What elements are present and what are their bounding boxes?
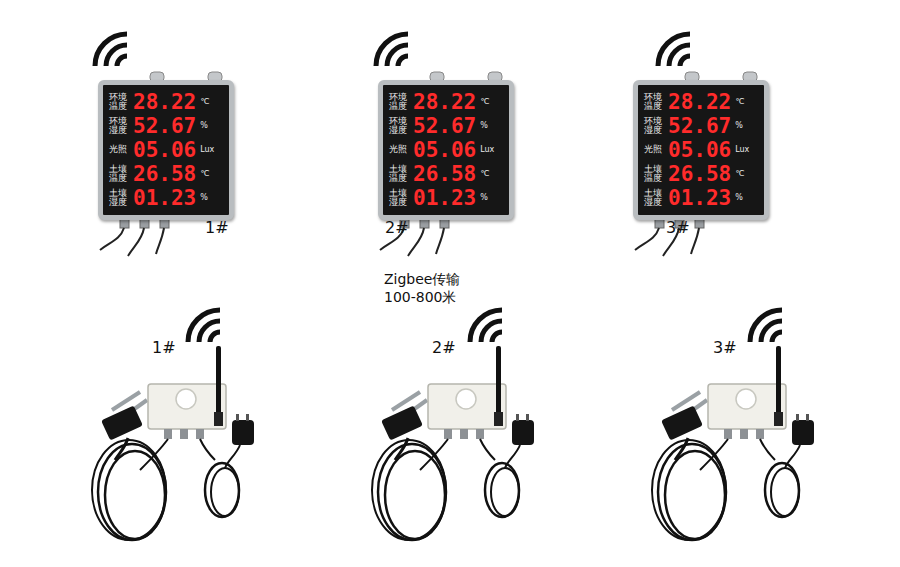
reading-row: 环境湿度 52.67% bbox=[109, 114, 223, 138]
reading-value: 05.06 bbox=[133, 140, 196, 161]
reading-unit: % bbox=[200, 194, 208, 202]
reading-row: 土壤湿度 01.23% bbox=[109, 186, 223, 210]
reading-label: 光照 bbox=[644, 145, 662, 154]
reading-value: 05.06 bbox=[413, 140, 476, 161]
callout-number: 3# bbox=[713, 338, 737, 357]
reading-unit: ℃ bbox=[480, 170, 489, 178]
reading-label: 土壤温度 bbox=[644, 165, 662, 184]
reading-row: 环境湿度 52.67% bbox=[644, 114, 758, 138]
reading-unit: % bbox=[480, 122, 488, 130]
reading-label: 环境湿度 bbox=[389, 117, 407, 136]
reading-row: 环境温度 28.22 ℃ bbox=[644, 90, 758, 114]
reading-value: 28.22 bbox=[133, 92, 196, 113]
reading-value: 52.67 bbox=[413, 116, 476, 137]
reading-label: 环境温度 bbox=[644, 93, 662, 112]
reading-label: 土壤温度 bbox=[389, 165, 407, 184]
reading-label: 光照 bbox=[109, 145, 127, 154]
reading-value: 01.23 bbox=[413, 188, 476, 209]
reading-row: 环境温度 28.22 ℃ bbox=[389, 90, 503, 114]
reading-unit: % bbox=[200, 122, 208, 130]
reading-row: 土壤湿度 01.23% bbox=[389, 186, 503, 210]
reading-unit: ℃ bbox=[200, 170, 209, 178]
reading-label: 土壤湿度 bbox=[389, 189, 407, 208]
reading-label: 环境温度 bbox=[389, 93, 407, 112]
reading-label: 环境湿度 bbox=[644, 117, 662, 136]
callout-number: 1# bbox=[205, 218, 229, 237]
reading-row: 光照 05.06 Lux bbox=[109, 138, 223, 162]
reading-value: 26.58 bbox=[133, 164, 196, 185]
reading-unit: Lux bbox=[735, 146, 749, 154]
callout-number: 2# bbox=[385, 218, 409, 237]
reading-row: 光照 05.06 Lux bbox=[644, 138, 758, 162]
reading-value: 01.23 bbox=[133, 188, 196, 209]
reading-value: 05.06 bbox=[668, 140, 731, 161]
reading-row: 环境温度 28.22 ℃ bbox=[109, 90, 223, 114]
reading-unit: ℃ bbox=[735, 170, 744, 178]
reading-value: 01.23 bbox=[668, 188, 731, 209]
led-display: 环境温度 28.22 ℃ 环境湿度 52.67% 光照 05.06 Lux 土壤温度 26.58 ℃… bbox=[98, 80, 234, 220]
reading-unit: % bbox=[480, 194, 488, 202]
reading-row: 土壤湿度 01.23% bbox=[644, 186, 758, 210]
reading-unit: % bbox=[735, 122, 743, 130]
reading-unit: ℃ bbox=[200, 98, 209, 106]
reading-row: 土壤温度 26.58 ℃ bbox=[109, 162, 223, 186]
reading-unit: ℃ bbox=[480, 98, 489, 106]
reading-unit: % bbox=[735, 194, 743, 202]
reading-value: 26.58 bbox=[668, 164, 731, 185]
reading-row: 光照 05.06 Lux bbox=[389, 138, 503, 162]
reading-value: 52.67 bbox=[668, 116, 731, 137]
reading-label: 环境湿度 bbox=[109, 117, 127, 136]
reading-label: 环境温度 bbox=[109, 93, 127, 112]
led-display: 环境温度 28.22 ℃ 环境湿度 52.67% 光照 05.06 Lux 土壤温度 26.58 ℃… bbox=[378, 80, 514, 220]
reading-label: 土壤温度 bbox=[109, 165, 127, 184]
reading-value: 28.22 bbox=[668, 92, 731, 113]
callout-number: 2# bbox=[432, 338, 456, 357]
callout-number: 1# bbox=[152, 338, 176, 357]
reading-value: 52.67 bbox=[133, 116, 196, 137]
reading-row: 环境湿度 52.67% bbox=[389, 114, 503, 138]
reading-value: 28.22 bbox=[413, 92, 476, 113]
reading-value: 26.58 bbox=[413, 164, 476, 185]
reading-unit: Lux bbox=[200, 146, 214, 154]
reading-row: 土壤温度 26.58 ℃ bbox=[389, 162, 503, 186]
callout-number: 3# bbox=[666, 218, 690, 237]
reading-label: 土壤湿度 bbox=[109, 189, 127, 208]
reading-unit: ℃ bbox=[735, 98, 744, 106]
transmission-note: Zigbee传输 bbox=[384, 271, 460, 289]
reading-label: 土壤湿度 bbox=[644, 189, 662, 208]
reading-label: 光照 bbox=[389, 145, 407, 154]
led-display: 环境温度 28.22 ℃ 环境湿度 52.67% 光照 05.06 Lux 土壤温度 26.58 ℃… bbox=[633, 80, 769, 220]
transmission-note: 100-800米 bbox=[384, 289, 457, 307]
reading-row: 土壤温度 26.58 ℃ bbox=[644, 162, 758, 186]
reading-unit: Lux bbox=[480, 146, 494, 154]
